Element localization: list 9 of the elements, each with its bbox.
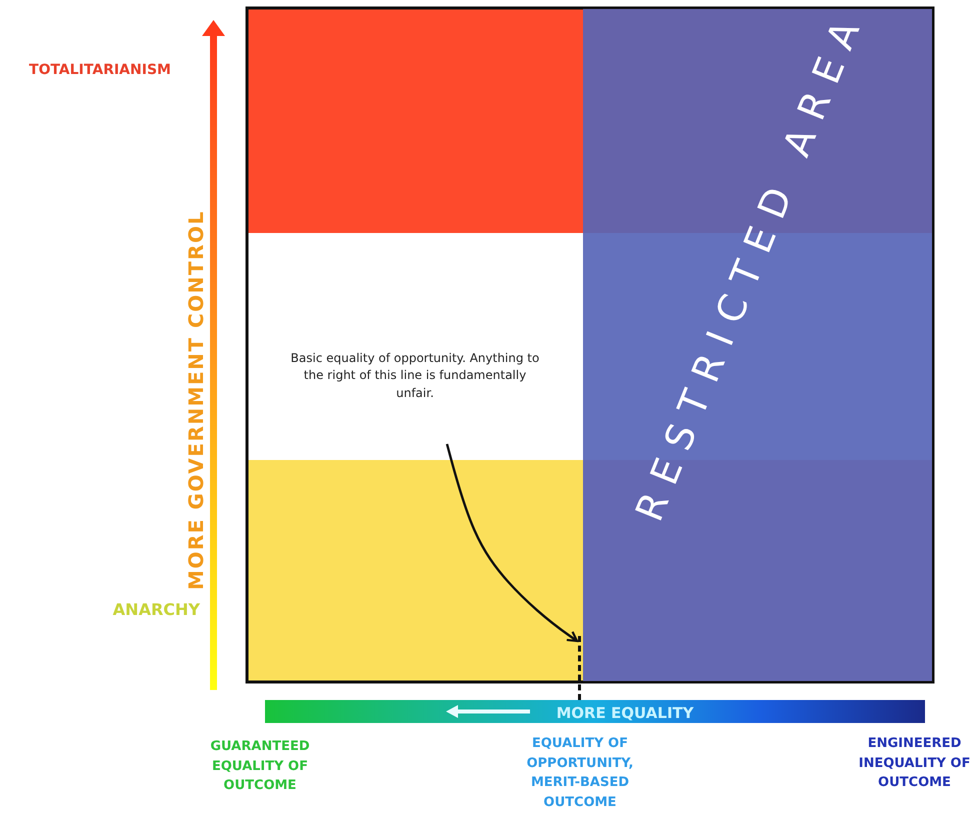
axis-end-label: ANARCHY — [112, 599, 200, 621]
axis-end-label: ENGINEERED INEQUALITY OF OUTCOME — [858, 735, 972, 792]
annotation-text: Basic equality of opportunity. Anything to the right of this line is fundamentally unfair. — [290, 350, 540, 402]
axis-end-label: GUARANTEED EQUALITY OF OUTCOME — [209, 738, 311, 795]
axis-title: MORE GOVERNMENT CONTROL — [183, 210, 209, 590]
restricted-area — [583, 9, 932, 681]
axis-end-label: TOTALITARIANISM — [28, 61, 172, 80]
axis-title: MORE EQUALITY — [555, 703, 695, 724]
axis-end-label: EQUALITY OF OPPORTUNITY, MERIT-BASED OUTCOME — [526, 735, 634, 812]
